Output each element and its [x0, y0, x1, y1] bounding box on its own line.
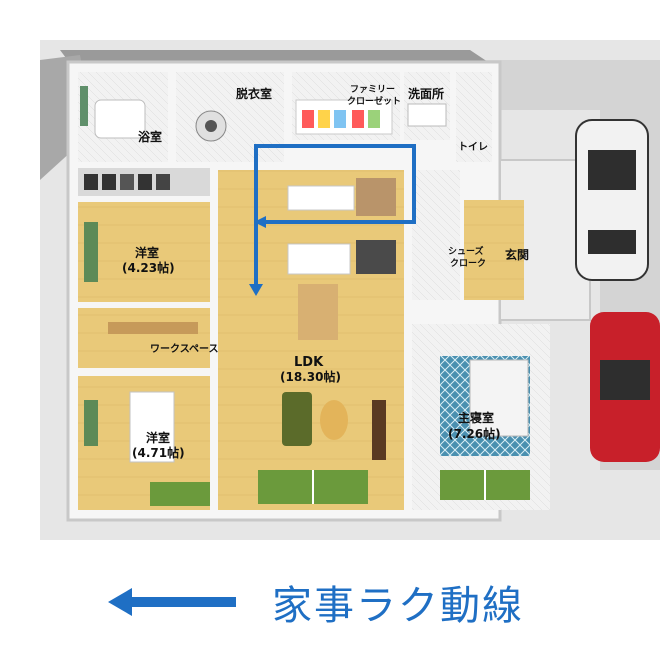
lawn-left	[150, 482, 210, 506]
work-desk	[108, 322, 198, 334]
label-western-room-1: 洋室	[135, 245, 159, 260]
work-space-floor	[78, 308, 210, 368]
label-shoes-closet-2: クローク	[450, 258, 486, 269]
label-ldk-size: (18.30帖)	[280, 369, 341, 384]
label-dressing: 脱衣室	[236, 86, 272, 101]
tv-board	[372, 400, 386, 460]
label-entrance: 玄関	[505, 247, 529, 262]
flow-arrowhead-down	[249, 284, 263, 296]
sofa	[282, 392, 312, 446]
coffee-table	[320, 400, 348, 440]
label-master-bedroom-size: (7.26帖)	[448, 426, 501, 441]
entrance-floor	[464, 200, 524, 300]
bathtub	[94, 99, 146, 139]
label-western-room-2-size: (4.71帖)	[132, 445, 185, 460]
master-bed	[469, 359, 529, 437]
housework-flow-line	[254, 144, 416, 290]
washbasin	[407, 103, 447, 127]
bed-room-2	[129, 391, 175, 463]
fridge	[356, 178, 396, 216]
flow-arrowhead-left	[254, 216, 266, 228]
western-room-1-window	[84, 222, 98, 282]
label-family-closet-1: ファミリー	[350, 84, 395, 95]
legend-label: 家事ラク動線	[272, 583, 524, 629]
dressing-floor	[176, 72, 284, 162]
label-bath: 浴室	[138, 129, 162, 144]
dining-table	[298, 284, 338, 340]
white-car	[575, 119, 649, 281]
label-work-space: ワークスペース	[150, 343, 219, 355]
legend-arrow-icon	[108, 588, 236, 616]
western-room-2-window	[84, 400, 98, 446]
western-room-1-floor	[78, 202, 210, 302]
shoes-closet-floor	[412, 170, 460, 300]
label-toilet: トイレ	[458, 141, 488, 153]
kitchen-counter	[287, 185, 355, 211]
label-western-room-2: 洋室	[146, 430, 170, 445]
label-master-bedroom: 主寝室	[458, 410, 494, 425]
label-western-room-1-size: (4.23帖)	[122, 260, 175, 275]
label-family-closet-2: クローゼット	[347, 95, 401, 107]
label-shoes-closet-1: シューズ	[448, 245, 484, 257]
stove	[356, 240, 396, 274]
island-counter	[287, 243, 351, 275]
toilet-floor	[456, 72, 492, 162]
label-ldk: LDK	[294, 355, 324, 370]
label-washroom: 洗面所	[408, 86, 444, 101]
bath-window	[80, 86, 88, 126]
